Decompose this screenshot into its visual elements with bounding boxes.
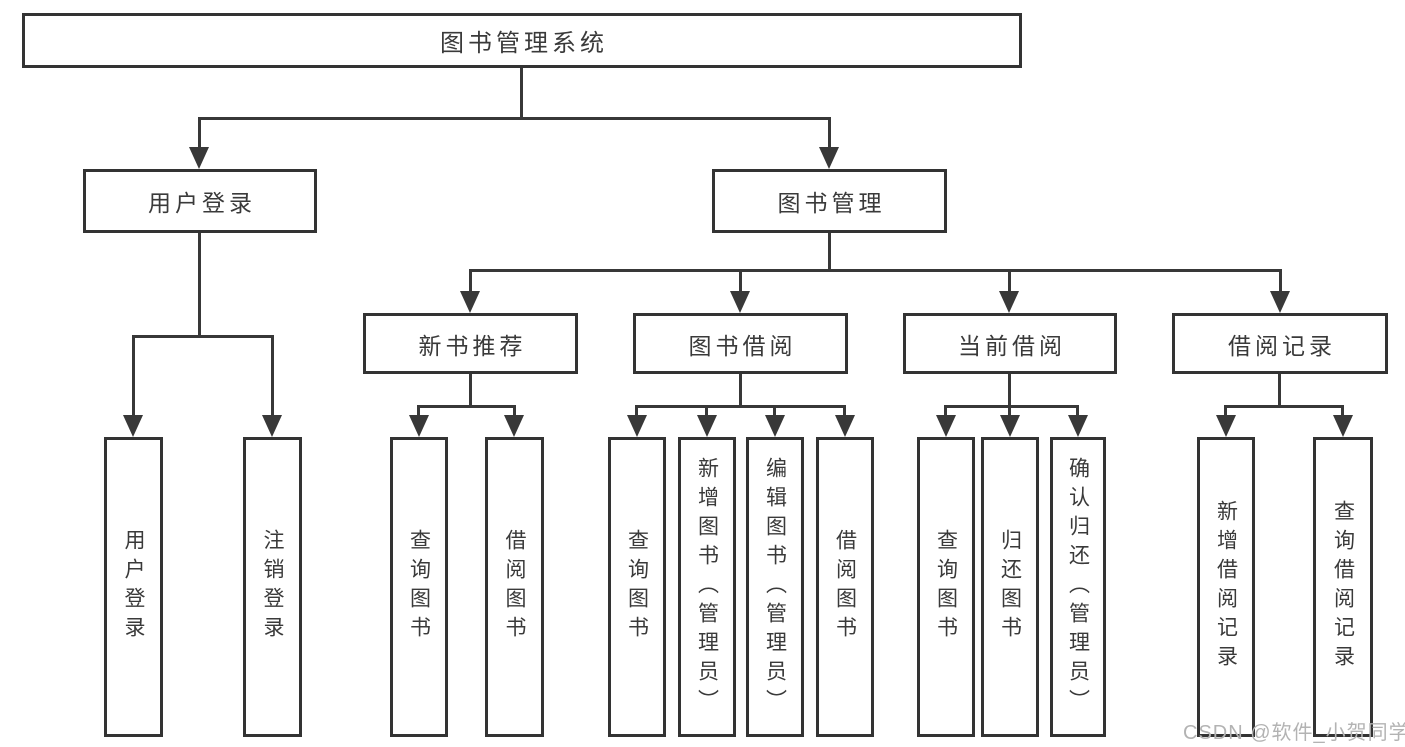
connector-newbook-stub [469, 374, 472, 407]
arrowhead-leaf-return-book [1000, 415, 1020, 437]
leaf-user-login: 用户登录 [104, 437, 163, 737]
arrowhead-leaf-query-record [1333, 415, 1353, 437]
arrowhead-user-login [189, 147, 209, 169]
arrowhead-leaf-query-book-3 [936, 415, 956, 437]
connector-drop [513, 405, 516, 417]
connector-bookmgmt-bar [469, 269, 1282, 272]
connector-drop [1076, 405, 1079, 417]
connector-bookborrow-bar [635, 405, 846, 408]
connector-userlogin-bar [132, 335, 273, 338]
connector-drop [132, 335, 135, 417]
arrowhead-leaf-query-book-2 [627, 415, 647, 437]
leaf-borrow-book-2: 借阅图书 [816, 437, 874, 737]
node-user-login: 用户登录 [83, 169, 317, 233]
connector-drop [944, 405, 947, 417]
leaf-query-book-1: 查询图书 [390, 437, 448, 737]
connector-drop [271, 335, 274, 417]
leaf-add-borrow-record: 新增借阅记录 [1197, 437, 1255, 737]
arrowhead-new-book-recommend [460, 291, 480, 313]
connector-root-stub [520, 68, 523, 119]
leaf-logout: 注销登录 [243, 437, 302, 737]
connector-root-bar [198, 117, 831, 120]
arrowhead-leaf-borrow-book-2 [835, 415, 855, 437]
arrowhead-book-management [819, 147, 839, 169]
connector-drop [739, 269, 742, 291]
connector-drop [635, 405, 638, 417]
connector-borrowrecord-stub [1278, 374, 1281, 407]
connector-drop [1224, 405, 1227, 417]
connector-drop [1008, 405, 1011, 417]
connector-drop [828, 117, 831, 149]
arrowhead-leaf-logout [262, 415, 282, 437]
node-book-management: 图书管理 [712, 169, 947, 233]
csdn-watermark: CSDN @软件_小贺同学 [1183, 722, 1405, 744]
node-book-borrow: 图书借阅 [633, 313, 848, 374]
arrowhead-leaf-confirm-return [1068, 415, 1088, 437]
arrowhead-leaf-query-book-1 [409, 415, 429, 437]
leaf-confirm-return-admin: 确认归还（管理员） [1050, 437, 1106, 737]
connector-drop [1341, 405, 1344, 417]
connector-bookborrow-stub [739, 374, 742, 407]
connector-drop [705, 405, 708, 417]
connector-drop [773, 405, 776, 417]
arrowhead-leaf-edit-book [765, 415, 785, 437]
arrowhead-current-borrow [999, 291, 1019, 313]
leaf-query-book-2: 查询图书 [608, 437, 666, 737]
node-library-system: 图书管理系统 [22, 13, 1022, 68]
connector-drop [198, 117, 201, 149]
connector-borrowrecord-bar [1224, 405, 1344, 408]
connector-drop [1008, 269, 1011, 291]
connector-userlogin-stub [198, 233, 201, 337]
arrowhead-leaf-add-book [697, 415, 717, 437]
arrowhead-leaf-add-record [1216, 415, 1236, 437]
connector-drop [417, 405, 420, 417]
node-current-borrow: 当前借阅 [903, 313, 1117, 374]
connector-newbook-bar [417, 405, 516, 408]
connector-currentborrow-bar [944, 405, 1079, 408]
leaf-query-book-3: 查询图书 [917, 437, 975, 737]
connector-drop [1279, 269, 1282, 291]
arrowhead-borrow-record [1270, 291, 1290, 313]
connector-drop [843, 405, 846, 417]
node-new-book-recommend: 新书推荐 [363, 313, 578, 374]
leaf-add-book-admin: 新增图书（管理员） [678, 437, 736, 737]
arrowhead-leaf-borrow-book-1 [504, 415, 524, 437]
connector-drop [469, 269, 472, 291]
connector-currentborrow-stub [1008, 374, 1011, 407]
connector-bookmgmt-stub [828, 233, 831, 272]
leaf-edit-book-admin: 编辑图书（管理员） [746, 437, 804, 737]
arrowhead-leaf-user-login [123, 415, 143, 437]
leaf-borrow-book-1: 借阅图书 [485, 437, 544, 737]
leaf-return-book: 归还图书 [981, 437, 1039, 737]
arrowhead-book-borrow [730, 291, 750, 313]
leaf-query-borrow-record: 查询借阅记录 [1313, 437, 1373, 737]
node-borrow-record: 借阅记录 [1172, 313, 1388, 374]
